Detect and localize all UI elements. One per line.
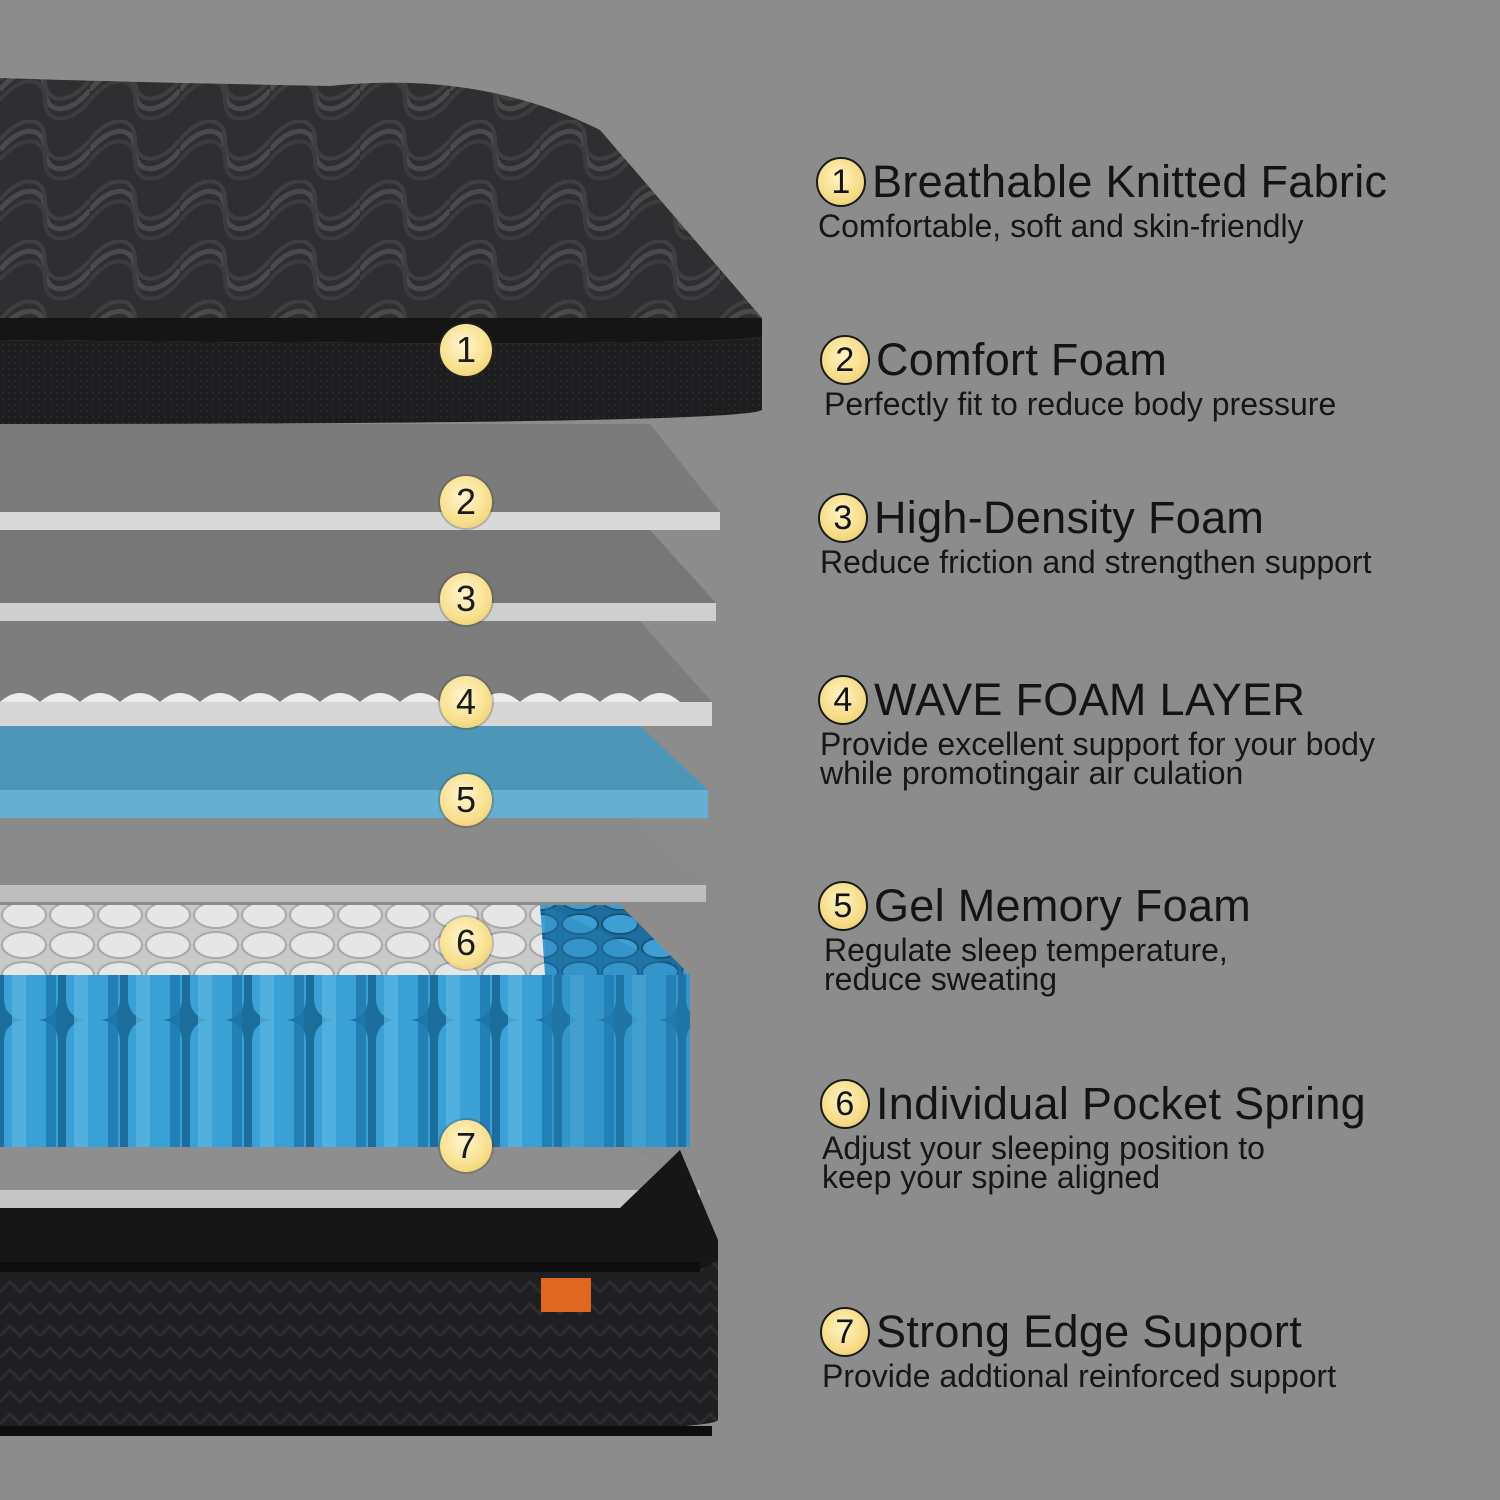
feature-heading: 1 Breathable Knitted Fabric xyxy=(816,156,1456,208)
feature-title: High-Density Foam xyxy=(874,492,1265,543)
callout-1-icon: 1 xyxy=(440,324,492,376)
callout-number: 2 xyxy=(455,481,477,522)
feature-title: Strong Edge Support xyxy=(876,1306,1302,1357)
callout-5-icon: 5 xyxy=(440,774,492,826)
feature-gel-memory-foam: 5 Gel Memory Foam Regulate sleep tempera… xyxy=(818,880,1458,997)
number-badge-icon: 1 xyxy=(816,157,866,207)
number-badge-icon: 3 xyxy=(818,493,868,543)
feature-heading: 2 Comfort Foam xyxy=(820,334,1460,386)
callout-3-icon: 3 xyxy=(440,573,492,625)
callout-2-icon: 2 xyxy=(440,476,492,528)
feature-title: Individual Pocket Spring xyxy=(876,1078,1366,1129)
feature-description: Comfortable, soft and skin-friendly xyxy=(818,208,1304,244)
feature-heading: 7 Strong Edge Support xyxy=(820,1306,1460,1358)
number-badge-icon: 2 xyxy=(820,335,870,385)
feature-description: Adjust your sleeping position to keep yo… xyxy=(822,1130,1265,1195)
callout-number: 3 xyxy=(455,578,477,619)
callout-number: 1 xyxy=(455,329,477,370)
callout-number: 5 xyxy=(455,779,477,820)
brand-tag xyxy=(541,1278,591,1312)
feature-description: Reduce friction and strengthen support xyxy=(820,544,1372,580)
feature-comfort-foam: 2 Comfort Foam Perfectly fit to reduce b… xyxy=(820,334,1460,422)
feature-heading: 3 High-Density Foam xyxy=(818,492,1458,544)
number-badge-icon: 6 xyxy=(820,1079,870,1129)
callout-number: 7 xyxy=(455,1125,477,1166)
feature-individual-pocket-spring: 6 Individual Pocket Spring Adjust your s… xyxy=(820,1078,1460,1195)
feature-title: WAVE FOAM LAYER xyxy=(874,674,1306,725)
feature-title: Breathable Knitted Fabric xyxy=(872,156,1388,207)
callout-7-icon: 7 xyxy=(440,1120,492,1172)
feature-description: Perfectly fit to reduce body pressure xyxy=(824,386,1337,422)
callout-number: 6 xyxy=(455,922,477,963)
feature-description: Regulate sleep temperature, reduce sweat… xyxy=(824,932,1228,997)
number-badge-icon: 4 xyxy=(818,675,868,725)
feature-description: Provide excellent support for your body … xyxy=(820,726,1375,791)
feature-high-density-foam: 3 High-Density Foam Reduce friction and … xyxy=(818,492,1458,580)
callout-6-icon: 6 xyxy=(440,917,492,969)
number-badge-icon: 7 xyxy=(820,1307,870,1357)
feature-heading: 4 WAVE FOAM LAYER xyxy=(818,674,1458,726)
feature-heading: 5 Gel Memory Foam xyxy=(818,880,1458,932)
feature-strong-edge-support: 7 Strong Edge Support Provide addtional … xyxy=(820,1306,1460,1394)
callout-4-icon: 4 xyxy=(440,676,492,728)
number-badge-icon: 5 xyxy=(818,881,868,931)
feature-wave-foam-layer: 4 WAVE FOAM LAYER Provide excellent supp… xyxy=(818,674,1458,791)
feature-heading: 6 Individual Pocket Spring xyxy=(820,1078,1460,1130)
feature-title: Gel Memory Foam xyxy=(874,880,1252,931)
callout-number: 4 xyxy=(455,681,477,722)
feature-breathable-knitted-fabric: 1 Breathable Knitted Fabric Comfortable,… xyxy=(816,156,1456,244)
feature-description: Provide addtional reinforced support xyxy=(822,1358,1337,1394)
feature-title: Comfort Foam xyxy=(876,334,1168,385)
